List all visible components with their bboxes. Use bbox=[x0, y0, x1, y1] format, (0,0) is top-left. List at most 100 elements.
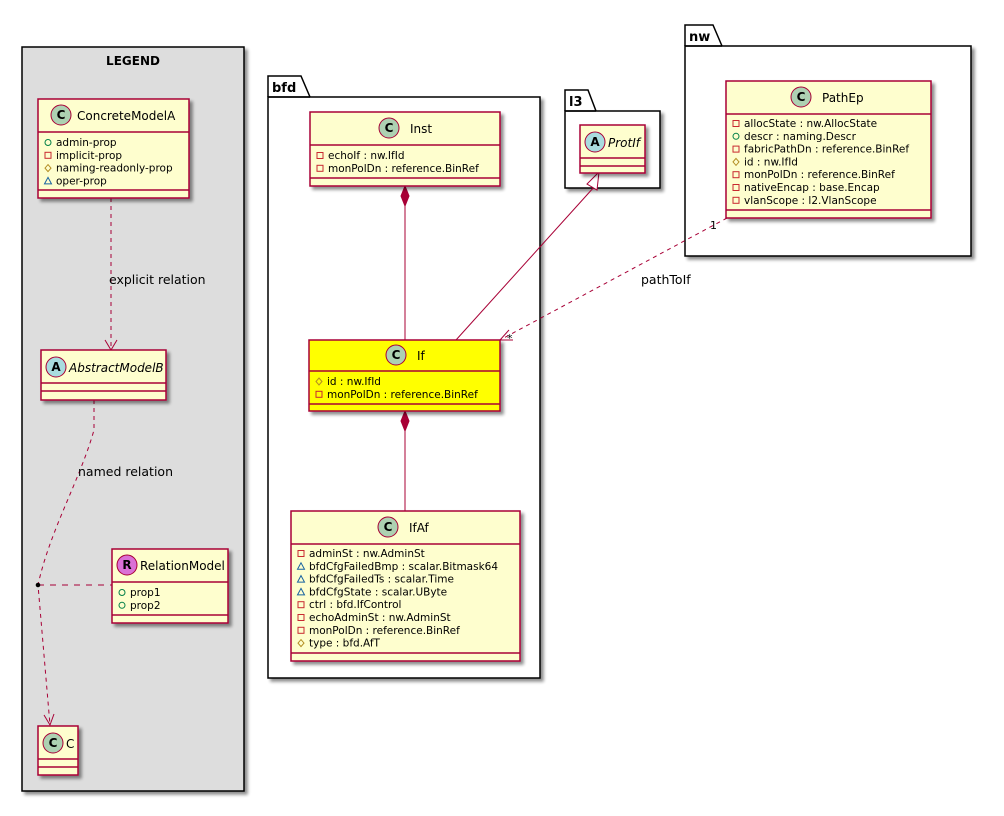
class-attribute: monPolDn : reference.BinRef bbox=[744, 169, 895, 181]
concrete-class-badge-icon: C bbox=[384, 520, 393, 534]
class-attribute: monPolDn : reference.BinRef bbox=[328, 163, 479, 175]
if-composition-diamond bbox=[400, 409, 410, 433]
public-visibility-icon bbox=[118, 589, 126, 596]
class-attribute: adminSt : nw.AdminSt bbox=[309, 548, 425, 560]
attribute-list: admin-propimplicit-propnaming-readonly-p… bbox=[43, 137, 173, 187]
class-protif[interactable]: A ProtIf bbox=[579, 124, 646, 174]
package-bfd-label: bfd bbox=[272, 81, 296, 96]
class-attribute: bfdCfgFailedTs : scalar.Time bbox=[309, 574, 454, 586]
private-visibility-icon bbox=[297, 550, 305, 557]
private-visibility-icon bbox=[316, 152, 324, 159]
private-visibility-icon bbox=[732, 171, 740, 179]
protected-visibility-icon bbox=[732, 157, 740, 167]
private-visibility-icon bbox=[732, 145, 740, 153]
class-attribute: nativeEncap : base.Encap bbox=[744, 182, 880, 194]
public-visibility-icon bbox=[732, 132, 740, 140]
class-name: If bbox=[417, 349, 426, 363]
class-attribute: admin-prop bbox=[56, 137, 117, 149]
class-pathep[interactable]: C PathEp allocState : nw.AllocStatedescr… bbox=[725, 80, 932, 219]
public-visibility-icon bbox=[118, 601, 126, 609]
class-attribute: id : nw.IfId bbox=[744, 156, 798, 168]
pathtoif-src-multiplicity: 1 bbox=[710, 219, 717, 232]
class-name: IfAf bbox=[409, 521, 430, 535]
class-name: Inst bbox=[410, 122, 432, 136]
class-name: PathEp bbox=[822, 91, 864, 105]
class-attribute: descr : naming.Descr bbox=[744, 131, 857, 143]
private-visibility-icon bbox=[732, 196, 740, 204]
pathtoif-label: pathToIf bbox=[641, 272, 691, 287]
package-visibility-icon bbox=[296, 561, 306, 570]
abstract-class-badge-icon: A bbox=[51, 360, 61, 374]
class-name: RelationModel bbox=[140, 559, 225, 573]
class-attribute: allocState : nw.AllocState bbox=[744, 118, 877, 130]
legend-title: LEGEND bbox=[106, 54, 160, 68]
pathtoif-line bbox=[499, 217, 728, 341]
named-relation-line bbox=[37, 400, 95, 726]
class-attribute: bfdCfgState : scalar.UByte bbox=[309, 586, 447, 598]
relation-class-badge-icon: R bbox=[122, 558, 131, 572]
private-visibility-icon bbox=[297, 614, 305, 621]
inst-composition-diamond bbox=[400, 184, 410, 208]
private-visibility-icon bbox=[732, 120, 740, 127]
public-visibility-icon bbox=[44, 139, 52, 146]
class-attribute: fabricPathDn : reference.BinRef bbox=[744, 144, 909, 156]
class-attribute: monPolDn : reference.BinRef bbox=[309, 625, 460, 637]
abstract-class-badge-icon: A bbox=[590, 135, 600, 149]
package-nw-label: nw bbox=[689, 30, 710, 45]
concrete-class-badge-icon: C bbox=[797, 90, 806, 104]
explicit-relation-label: explicit relation bbox=[109, 272, 206, 287]
class-attribute: oper-prop bbox=[56, 175, 107, 187]
named-relation-label: named relation bbox=[78, 464, 173, 479]
class-attribute: prop1 bbox=[130, 587, 161, 599]
class-attribute: vlanScope : l2.VlanScope bbox=[744, 195, 877, 207]
relations bbox=[35, 170, 728, 727]
private-visibility-icon bbox=[297, 601, 305, 609]
if-protif-generalization-line bbox=[455, 185, 596, 341]
class-ifaf[interactable]: C IfAf adminSt : nw.AdminStbfdCfgFailedB… bbox=[290, 510, 521, 662]
generalization-arrowhead bbox=[586, 170, 600, 191]
package-visibility-icon bbox=[43, 176, 53, 185]
concrete-class-badge-icon: C bbox=[57, 108, 66, 122]
class-attribute: echoAdminSt : nw.AdminSt bbox=[309, 612, 451, 624]
class-c[interactable]: C C bbox=[37, 725, 79, 776]
protected-visibility-icon bbox=[44, 163, 52, 173]
named-relation-arrowhead bbox=[43, 713, 55, 727]
class-name: ProtIf bbox=[608, 136, 642, 150]
private-visibility-icon bbox=[315, 390, 323, 398]
private-visibility-icon bbox=[297, 626, 305, 634]
class-attribute: type : bfd.AfT bbox=[309, 638, 381, 650]
class-attribute: ctrl : bfd.IfControl bbox=[309, 599, 401, 611]
private-visibility-icon bbox=[44, 151, 52, 159]
package-visibility-icon bbox=[296, 574, 306, 583]
private-visibility-icon bbox=[316, 164, 324, 172]
protected-visibility-icon bbox=[315, 377, 323, 386]
class-name: ConcreteModelA bbox=[77, 109, 176, 123]
class-attribute: monPolDn : reference.BinRef bbox=[327, 389, 478, 401]
class-name: C bbox=[66, 737, 74, 751]
class-attribute: implicit-prop bbox=[56, 150, 122, 162]
class-attribute: naming-readonly-prop bbox=[56, 163, 173, 175]
class-concrete-model-a[interactable]: C ConcreteModelA admin-propimplicit-prop… bbox=[37, 98, 190, 199]
private-visibility-icon bbox=[732, 184, 740, 191]
concrete-class-badge-icon: C bbox=[392, 348, 401, 362]
protected-visibility-icon bbox=[297, 638, 305, 648]
relation-junction bbox=[35, 582, 41, 588]
class-abstract-model-b[interactable]: A AbstractModelB bbox=[40, 349, 167, 401]
class-attribute: bfdCfgFailedBmp : scalar.Bitmask64 bbox=[309, 561, 498, 573]
package-l3-label: l3 bbox=[569, 95, 583, 110]
concrete-class-badge-icon: C bbox=[385, 121, 394, 135]
class-attribute: echoIf : nw.IfId bbox=[328, 150, 405, 162]
concrete-class-badge-icon: C bbox=[49, 736, 58, 750]
package-visibility-icon bbox=[296, 587, 306, 596]
class-attribute: prop2 bbox=[130, 600, 161, 612]
class-attribute: id : nw.IfId bbox=[327, 376, 381, 388]
pathtoif-dst-multiplicity: * bbox=[507, 332, 513, 345]
